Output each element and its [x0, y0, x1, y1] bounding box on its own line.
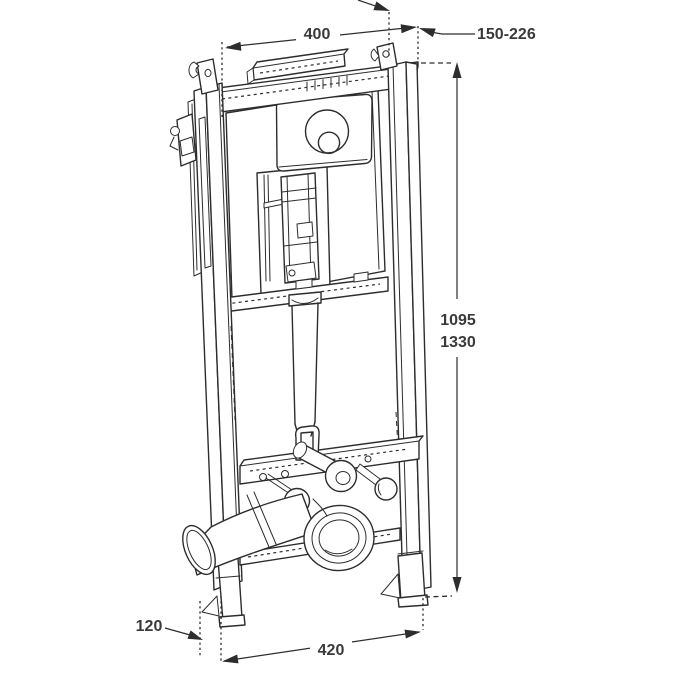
dimension-height: 1095 1330	[421, 62, 476, 598]
inlet-ring	[324, 459, 358, 493]
flush-pipe	[288, 291, 322, 439]
left-rail	[193, 82, 246, 628]
dimension-label-120: 120	[136, 618, 163, 635]
dimension-foot-offset: 120	[136, 601, 203, 657]
top-mounting-bar	[246, 48, 349, 85]
dimension-label-1095: 1095	[440, 312, 476, 329]
right-foot	[397, 552, 426, 603]
mechanism-window	[256, 165, 331, 295]
dimension-bottom-width: 420	[220, 596, 424, 664]
left-wall-bracket	[169, 113, 212, 269]
top-corner-tabs	[188, 42, 398, 95]
dimension-top-width: 400	[221, 12, 417, 120]
dimension-label-1330: 1330	[440, 334, 476, 351]
left-foot	[217, 557, 243, 622]
pipe-clamp	[292, 425, 338, 476]
dimension-label-420: 420	[318, 642, 345, 659]
flush-button-small	[317, 131, 341, 155]
dimension-label-400: 400	[304, 26, 331, 43]
outlet-connector-ring	[303, 498, 375, 572]
dimension-depth-range: 150-226	[357, 0, 536, 62]
right-rail	[380, 61, 432, 608]
flush-plate	[275, 93, 373, 172]
dimension-label-150-226: 150-226	[477, 26, 536, 43]
outlet-elbow	[182, 491, 317, 576]
